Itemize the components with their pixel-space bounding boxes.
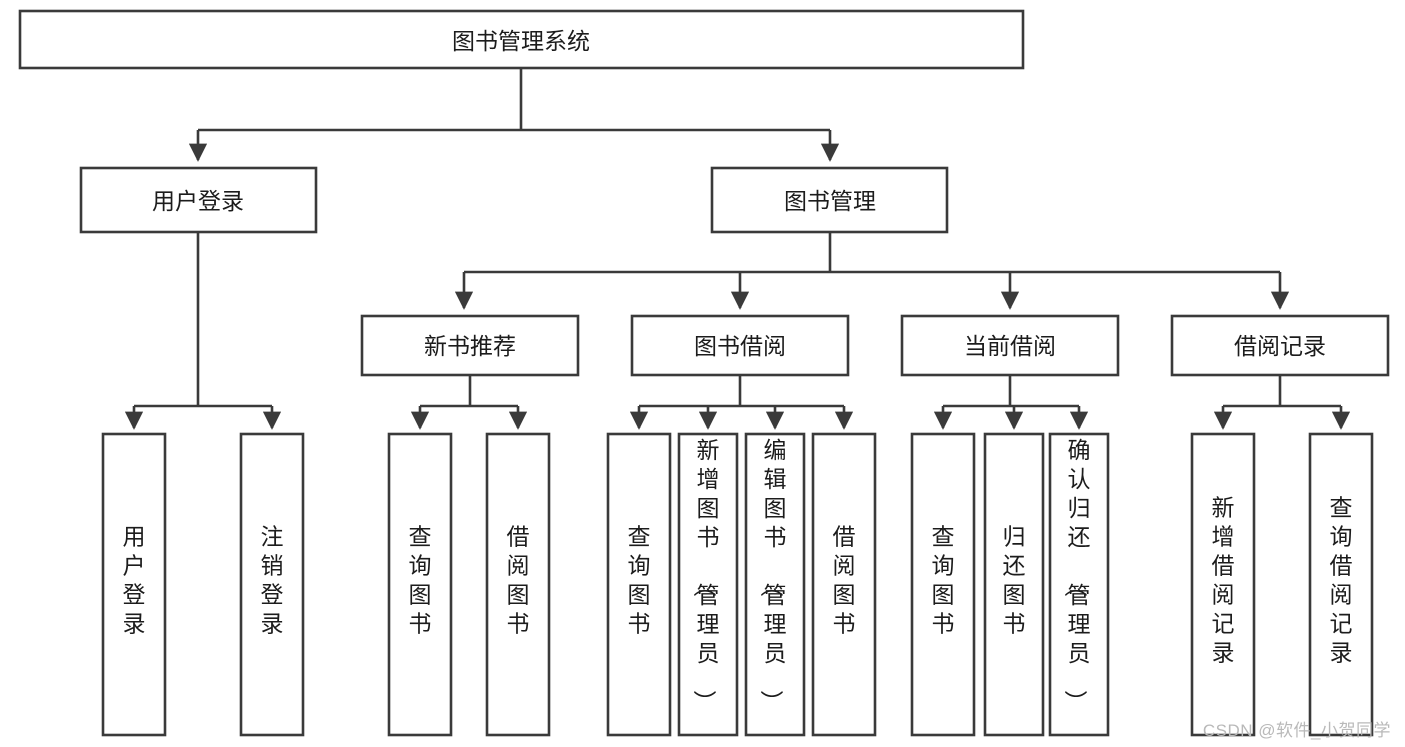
node-leaf-add-borrow-record[interactable]: 新增借阅记录 [1190,432,1256,737]
node-current-borrow-box[interactable] [900,314,1120,377]
node-new-book-recommend[interactable]: 新书推荐 [360,314,580,377]
node-leaf-query-book-a[interactable]: 查询图书 [387,432,453,737]
node-leaf-query-book-a-box[interactable] [387,432,453,737]
node-leaf-logout[interactable]: 注销登录 [239,432,305,737]
node-leaf-add-book-admin-box[interactable] [677,432,739,737]
node-leaf-query-borrow-record-box[interactable] [1308,432,1374,737]
node-leaf-edit-book-admin[interactable]: 编辑图书（管理员） [744,432,806,737]
node-leaf-confirm-return-admin-box[interactable] [1048,432,1110,737]
node-borrow-record-box[interactable] [1170,314,1390,377]
node-book-management-box[interactable] [710,166,949,234]
node-user-login[interactable]: 用户登录 [79,166,318,234]
node-leaf-query-book-c[interactable]: 查询图书 [910,432,976,737]
node-leaf-logout-label: 注销登录 [261,524,284,637]
node-leaf-add-borrow-record-label: 新增借阅记录 [1212,495,1235,666]
node-leaf-add-borrow-record-box[interactable] [1190,432,1256,737]
node-book-borrow-label: 图书借阅 [694,333,786,359]
node-leaf-query-book-b-box[interactable] [606,432,672,737]
node-leaf-confirm-return-admin-label: 确认归还（管理员） [1063,437,1091,713]
node-leaf-query-borrow-record-label: 查询借阅记录 [1330,495,1353,666]
node-book-management[interactable]: 图书管理 [710,166,949,234]
node-current-borrow-label: 当前借阅 [964,333,1056,359]
node-book-borrow-box[interactable] [630,314,850,377]
node-leaf-borrow-book-a[interactable]: 借阅图书 [485,432,551,737]
node-leaf-borrow-book-b-box[interactable] [811,432,877,737]
connector-layer [124,68,1351,430]
node-new-book-recommend-label: 新书推荐 [424,333,516,359]
node-leaf-edit-book-admin-label: 编辑图书（管理员） [759,437,787,713]
node-book-management-label: 图书管理 [784,188,876,214]
node-leaf-add-book-admin[interactable]: 新增图书（管理员） [677,432,739,737]
node-leaf-confirm-return-admin[interactable]: 确认归还（管理员） [1048,432,1110,737]
node-user-login-box[interactable] [79,166,318,234]
node-leaf-user-login-box[interactable] [101,432,167,737]
node-root[interactable]: 图书管理系统 [18,9,1025,70]
node-leaf-user-login[interactable]: 用户登录 [101,432,167,737]
node-leaf-query-book-b[interactable]: 查询图书 [606,432,672,737]
node-borrow-record[interactable]: 借阅记录 [1170,314,1390,377]
node-root-label: 图书管理系统 [452,28,590,54]
node-leaf-query-book-a-label: 查询图书 [409,524,432,637]
node-root-box[interactable] [18,9,1025,70]
node-leaf-borrow-book-a-box[interactable] [485,432,551,737]
node-leaf-user-login-label: 用户登录 [123,524,146,637]
node-leaf-return-book-label: 归还图书 [1003,524,1026,637]
node-leaf-add-book-admin-label: 新增图书（管理员） [692,437,720,713]
node-borrow-record-label: 借阅记录 [1234,333,1326,359]
node-leaf-borrow-book-b[interactable]: 借阅图书 [811,432,877,737]
node-leaf-query-book-c-box[interactable] [910,432,976,737]
node-leaf-query-book-c-label: 查询图书 [932,524,955,637]
node-new-book-recommend-box[interactable] [360,314,580,377]
node-leaf-query-borrow-record[interactable]: 查询借阅记录 [1308,432,1374,737]
node-leaf-query-book-b-label: 查询图书 [628,524,651,637]
node-leaf-edit-book-admin-box[interactable] [744,432,806,737]
node-leaf-logout-box[interactable] [239,432,305,737]
node-leaf-borrow-book-a-label: 借阅图书 [507,524,530,637]
watermark: CSDN @软件_小贺同学 [1202,721,1391,740]
node-user-login-label: 用户登录 [152,188,244,214]
node-leaf-return-book[interactable]: 归还图书 [983,432,1045,737]
node-current-borrow[interactable]: 当前借阅 [900,314,1120,377]
node-leaf-borrow-book-b-label: 借阅图书 [833,524,856,637]
leaf-layer: 用户登录 注销登录 查询图书 借阅图书 查询图书 新增图书（管理员） 编辑图书（管理员） 借阅… [101,432,1374,737]
node-leaf-return-book-box[interactable] [983,432,1045,737]
node-book-borrow[interactable]: 图书借阅 [630,314,850,377]
